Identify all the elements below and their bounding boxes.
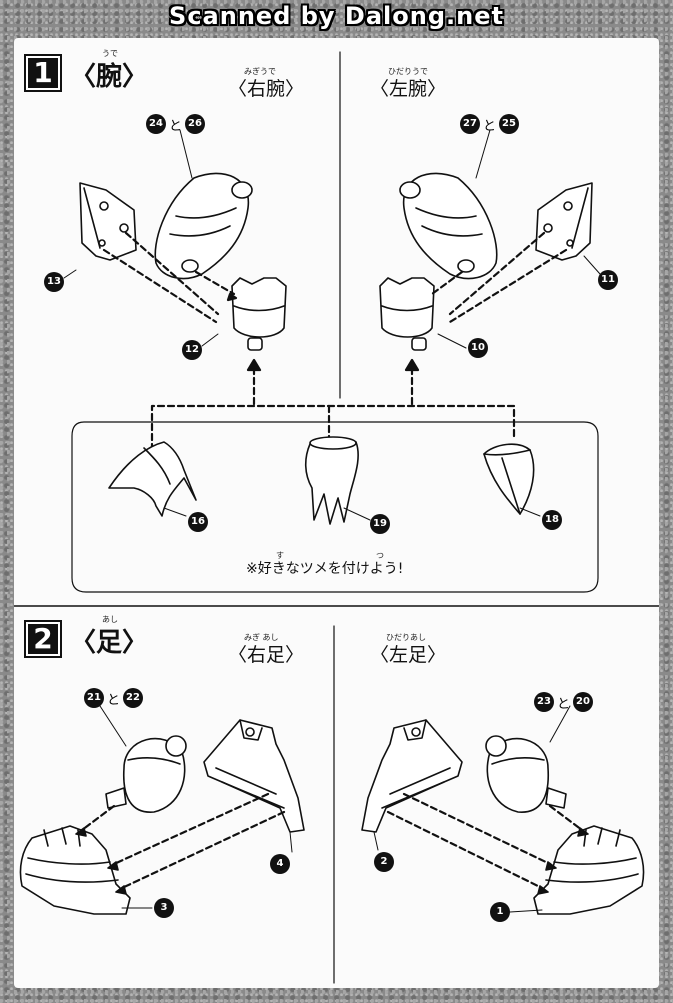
part-number-10: 10 bbox=[468, 338, 488, 358]
part-number-4: 4 bbox=[270, 854, 290, 874]
left-upper-arm-part bbox=[399, 172, 498, 280]
claw-options-panel bbox=[71, 421, 599, 593]
left-arm-part-pair: 27 と 25 bbox=[460, 114, 520, 134]
left-arm-bracket-part bbox=[535, 182, 593, 261]
claw-part-19 bbox=[304, 436, 359, 525]
and-text: と bbox=[557, 696, 571, 712]
scan-watermark: Scanned by Dalong.net bbox=[169, 2, 504, 30]
part-number: 25 bbox=[499, 114, 520, 134]
step-2-title: 〈足〉 bbox=[70, 628, 149, 658]
and-text: と bbox=[483, 118, 497, 134]
left-arm-label: 〈左腕〉 bbox=[370, 78, 447, 100]
part-number-16: 16 bbox=[188, 512, 208, 532]
part-number: 21 bbox=[84, 688, 104, 708]
instruction-sheet: 1 うで 〈腕〉 みぎうで 〈右腕〉 ひだりうで 〈左腕〉 24 と 26 27… bbox=[14, 38, 659, 988]
part-number-18: 18 bbox=[542, 510, 562, 530]
and-text: と bbox=[169, 118, 183, 134]
right-arm-part-pair: 24 と 26 bbox=[146, 114, 206, 134]
right-arm-ruby: みぎうで bbox=[244, 67, 276, 76]
step-1-title-ruby: うで bbox=[102, 49, 118, 58]
left-leg-ruby: ひだりあし bbox=[386, 633, 426, 642]
part-number-19: 19 bbox=[370, 514, 390, 534]
right-hand-base-part bbox=[231, 277, 287, 351]
claw-note-ruby-1: す bbox=[276, 551, 284, 560]
step-2-number: 2 bbox=[24, 620, 62, 658]
right-leg-ruby: みぎ あし bbox=[244, 633, 279, 642]
part-number-13: 13 bbox=[44, 272, 64, 292]
left-hand-base-part bbox=[379, 277, 435, 351]
and-text: と bbox=[107, 692, 121, 708]
left-arm-ruby: ひだりうで bbox=[388, 67, 428, 76]
claw-part-16 bbox=[108, 441, 197, 517]
part-number-1: 1 bbox=[490, 902, 510, 922]
assembly-diagram bbox=[14, 51, 659, 984]
left-leg-part-pair: 23 と 20 bbox=[534, 692, 594, 712]
part-number: 26 bbox=[185, 114, 206, 134]
right-foot-part bbox=[19, 825, 131, 915]
part-number: 24 bbox=[146, 114, 166, 134]
step-1-number: 1 bbox=[24, 54, 62, 92]
step-2-title-ruby: あし bbox=[102, 615, 118, 624]
part-number-2: 2 bbox=[374, 852, 394, 872]
claw-part-18 bbox=[483, 443, 535, 515]
part-number: 27 bbox=[460, 114, 480, 134]
claw-choice-note: ※好きなツメを付けよう! bbox=[246, 561, 404, 577]
part-number-3: 3 bbox=[154, 898, 174, 918]
right-leg-frame-part bbox=[203, 719, 305, 833]
step-1-title: 〈腕〉 bbox=[70, 62, 149, 92]
claw-note-ruby-2: つ bbox=[376, 551, 384, 560]
right-leg-cap-part bbox=[105, 735, 187, 813]
right-arm-label: 〈右腕〉 bbox=[228, 78, 305, 100]
part-number-12: 12 bbox=[182, 340, 202, 360]
part-number: 20 bbox=[573, 692, 594, 712]
left-foot-part bbox=[533, 825, 645, 915]
part-number: 22 bbox=[123, 688, 144, 708]
left-leg-frame-part bbox=[361, 719, 463, 833]
part-number: 23 bbox=[534, 692, 554, 712]
left-leg-label: 〈左足〉 bbox=[370, 644, 447, 666]
right-leg-label: 〈右足〉 bbox=[228, 644, 305, 666]
right-upper-arm-part bbox=[154, 172, 253, 280]
right-leg-part-pair: 21 と 22 bbox=[84, 688, 144, 708]
part-number-11: 11 bbox=[598, 270, 618, 290]
left-leg-cap-part bbox=[485, 735, 567, 813]
right-arm-bracket-part bbox=[79, 182, 137, 261]
